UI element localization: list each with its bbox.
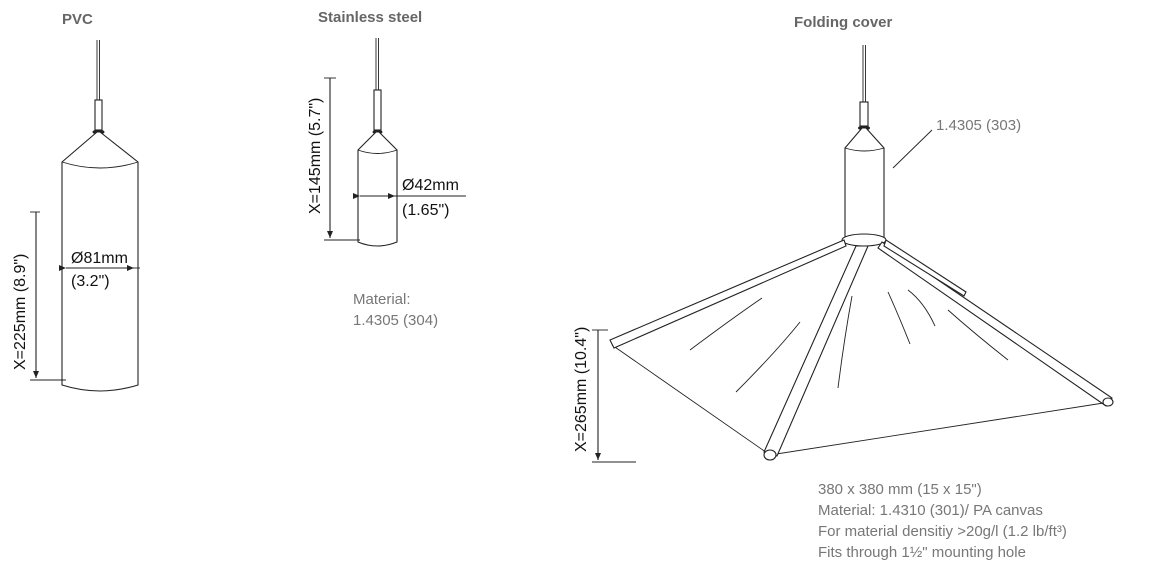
folding-spec-density: For material densitiy >20g/l (1.2 lb/ft³…: [818, 523, 1067, 540]
pvc-diameter-label: Ø81mm: [71, 250, 128, 267]
folding-weight-body: [844, 127, 885, 242]
folding-arm-left: [609, 239, 847, 349]
folding-arm-front: [763, 245, 869, 457]
pvc-neck: [94, 99, 103, 131]
folding-title: Folding cover: [794, 14, 893, 31]
stainless-weight: Stainless steel Ø42mm (1.65") X=145mm (5…: [307, 9, 466, 329]
pvc-title: PVC: [62, 11, 93, 28]
stainless-body: [357, 131, 398, 247]
folding-canvas-edge: [611, 344, 1111, 456]
folding-arm-back: [883, 239, 967, 297]
stainless-height-label: X=145mm (5.7"): [307, 98, 324, 214]
folding-spec-size: 380 x 380 mm (15 x 15"): [818, 481, 982, 498]
folding-part-label: 1.4305 (303): [936, 117, 1021, 134]
folding-neck: [859, 101, 869, 127]
folding-spec-hole: Fits through 1½" mounting hole: [818, 544, 1026, 561]
stainless-neck: [373, 89, 382, 131]
folding-arm-right: [877, 241, 1113, 407]
stainless-diameter-inch: (1.65"): [402, 202, 449, 219]
stainless-material-label: Material:: [353, 291, 411, 308]
folding-height-label: X=265mm (10.4"): [573, 327, 590, 452]
folding-cover: Folding cover 1.4305 (303): [573, 14, 1114, 561]
pvc-weight: PVC Ø81mm (3.2") X=225mm (8.9"): [12, 11, 140, 392]
folding-spec-material: Material: 1.4310 (301)/ PA canvas: [818, 502, 1043, 519]
folding-collar: [841, 233, 887, 247]
pvc-body: [61, 131, 139, 392]
pvc-height-label: X=225mm (8.9"): [12, 254, 29, 370]
pvc-diameter-inch: (3.2"): [71, 273, 110, 290]
stainless-diameter-label: Ø42mm: [402, 177, 459, 194]
stainless-title: Stainless steel: [318, 9, 422, 26]
stainless-material-value: 1.4305 (304): [353, 312, 438, 329]
